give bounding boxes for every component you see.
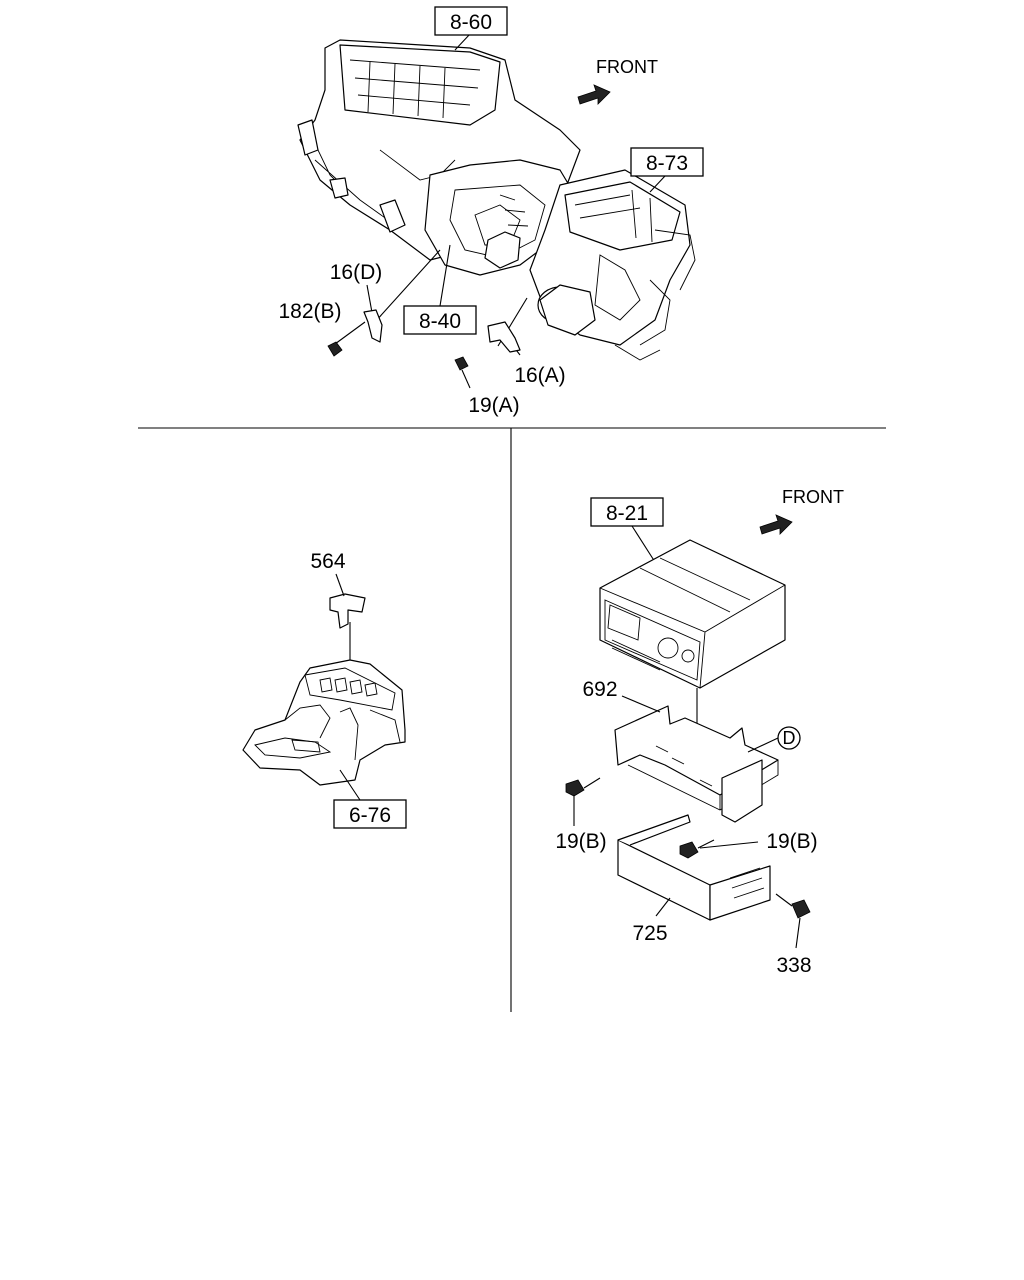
label-182b: 182(B) — [278, 300, 341, 323]
label-19b-right: 19(B) — [766, 830, 817, 853]
ref-box-6-76: 6-76 — [333, 799, 407, 829]
label-564: 564 — [310, 550, 345, 573]
screw-338 — [775, 893, 811, 919]
ref-box-8-21: 8-21 — [590, 497, 664, 527]
label-19a: 19(A) — [468, 394, 519, 417]
console-assembly — [242, 593, 406, 801]
pocket-tray — [617, 814, 771, 921]
radio-unit — [599, 539, 786, 689]
label-16a: 16(A) — [514, 364, 565, 387]
label-19b-left: 19(B) — [555, 830, 606, 853]
ref-8-73-text: 8-73 — [646, 152, 688, 175]
front-arrow-top: FRONT — [577, 57, 658, 105]
ref-8-60-text: 8-60 — [450, 11, 492, 34]
ref-box-8-60: 8-60 — [434, 6, 508, 36]
top-small-parts — [327, 309, 521, 371]
ref-8-40-text: 8-40 — [419, 310, 461, 333]
label-338: 338 — [776, 954, 811, 977]
ref-box-8-40: 8-40 — [403, 305, 477, 335]
ref-6-76-text: 6-76 — [349, 804, 391, 827]
front-label-top: FRONT — [596, 57, 658, 77]
label-692: 692 — [582, 678, 617, 701]
screw-19b-right — [679, 839, 715, 859]
mounting-bracket — [614, 705, 779, 823]
label-725: 725 — [632, 922, 667, 945]
front-arrow-right: FRONT — [759, 487, 844, 535]
marker-d-text: D — [783, 728, 796, 748]
circle-marker-d: D — [777, 726, 801, 750]
ref-box-8-73: 8-73 — [630, 147, 704, 177]
hvac-unit-assembly — [297, 39, 696, 361]
label-16d: 16(D) — [330, 261, 383, 284]
ref-8-21-text: 8-21 — [606, 502, 648, 525]
screw-19b-left — [565, 777, 601, 797]
front-label-right: FRONT — [782, 487, 844, 507]
